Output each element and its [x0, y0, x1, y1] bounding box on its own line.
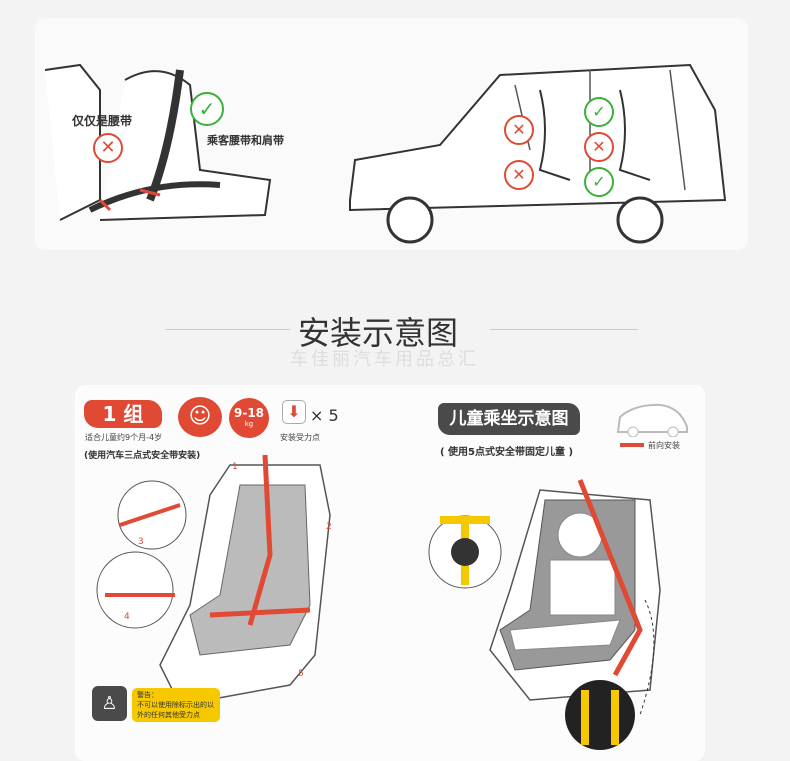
- direction-label: 前向安装: [648, 441, 680, 450]
- forward-car-icon: [616, 403, 688, 437]
- child-seat-note: ( 使用5点式安全带固定儿童 ): [440, 447, 574, 458]
- age-note: 适合儿童约9个月-4岁: [85, 433, 163, 442]
- warning-title: 警告：: [137, 691, 158, 699]
- cross-icon: ✕: [584, 132, 614, 162]
- weight-value: 9-18: [233, 406, 265, 420]
- cross-icon: ✕: [504, 160, 534, 190]
- force-points-count: × 5: [310, 406, 339, 425]
- install-note: (使用汽车三点式安全带安装): [84, 451, 201, 461]
- title-divider-left: [165, 329, 290, 330]
- step-1: 1: [232, 462, 238, 472]
- car-illustration: [349, 63, 727, 244]
- cross-icon: ✕: [93, 133, 123, 163]
- section-title: 安装示意图: [298, 314, 459, 352]
- seatbelt-person-icon: ♙: [92, 686, 127, 721]
- title-divider-right: [490, 329, 638, 330]
- cross-icon: ✕: [504, 115, 534, 145]
- lap-belt-illustration: [44, 63, 272, 221]
- check-icon: ✓: [190, 92, 224, 126]
- car-seat-installation-illustration: [96, 455, 331, 706]
- check-icon: ✓: [584, 97, 614, 127]
- watermark: 车佳丽汽车用品总汇: [290, 349, 479, 370]
- lap-shoulder-label: 乘客腰带和肩带: [207, 134, 284, 147]
- child-seat-badge: 儿童乘坐示意图: [438, 403, 580, 435]
- force-points-label: 安装受力点: [280, 433, 320, 442]
- step-2: 2: [326, 522, 332, 532]
- down-arrow-icon: ⬇: [282, 400, 306, 424]
- warning-box: 警告： 不可以使用除标示出的以外的任何其他受力点: [132, 688, 220, 722]
- weight-badge: 9-18 kg: [229, 398, 269, 438]
- child-in-seat-illustration: [428, 479, 661, 750]
- forward-arrow-icon: [620, 443, 644, 447]
- step-5: 5: [298, 669, 304, 679]
- lap-only-label: 仅仅是腰带: [72, 114, 133, 128]
- weight-unit: kg: [244, 420, 254, 428]
- baby-face-icon: ☺: [178, 397, 222, 437]
- check-icon: ✓: [584, 167, 614, 197]
- step-3: 3: [138, 537, 144, 547]
- step-4: 4: [124, 612, 130, 622]
- warning-text: 不可以使用除标示出的以外的任何其他受力点: [137, 701, 214, 719]
- group-badge: 1 组: [84, 400, 162, 428]
